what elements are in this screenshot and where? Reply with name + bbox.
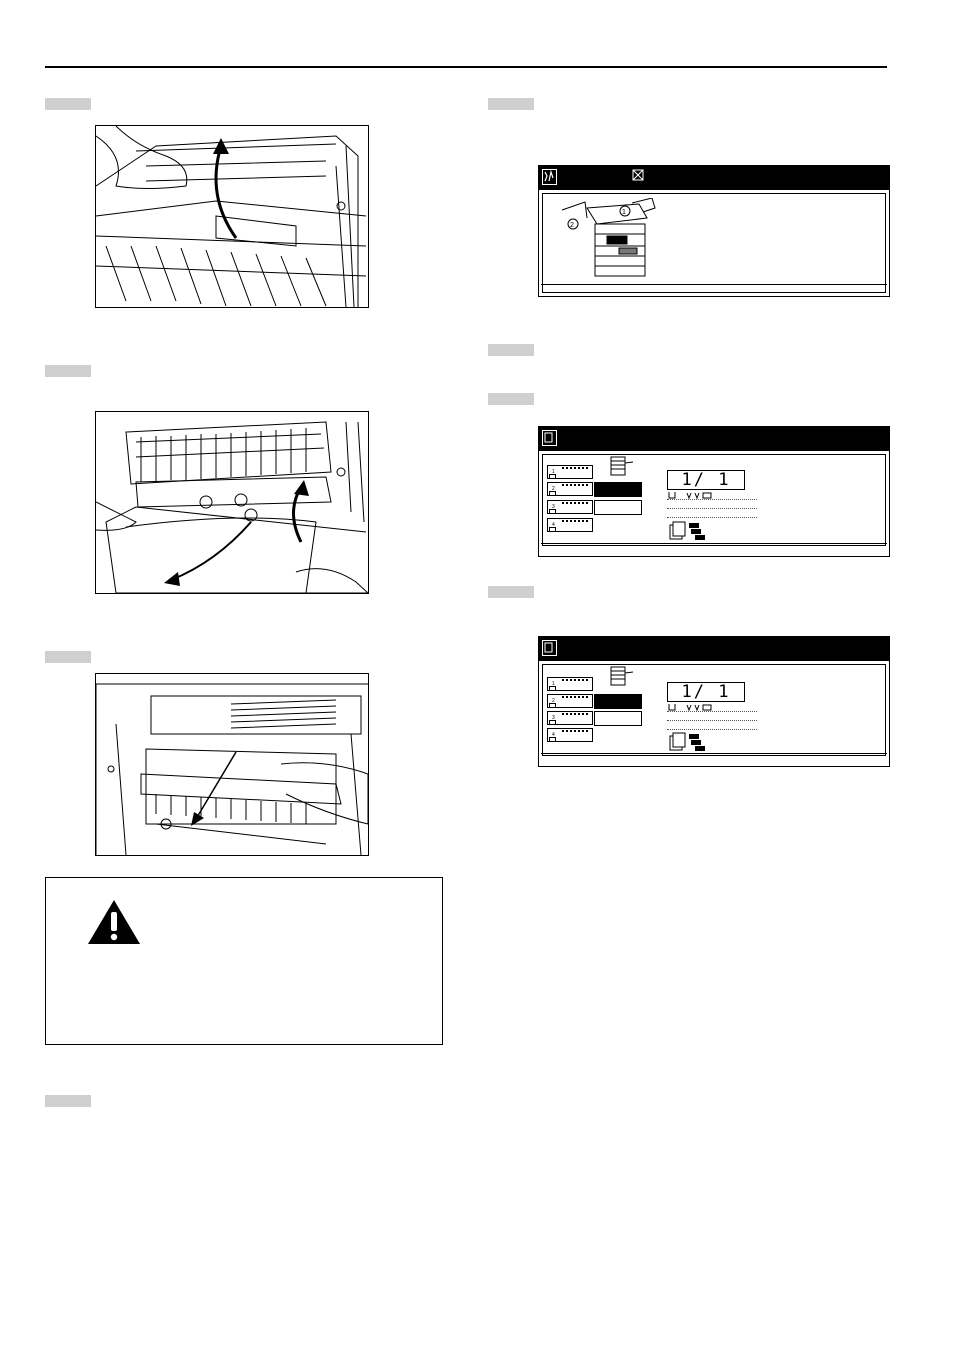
panel-footer-line [541, 753, 887, 754]
paper-tray-2[interactable]: 2 [547, 482, 593, 496]
step-marker [45, 98, 91, 110]
panel-footer-line [541, 543, 887, 544]
tray-number: 3 [552, 504, 555, 510]
copier-jam-location-diagram: 1 2 [561, 198, 656, 277]
panel-body [542, 193, 886, 293]
paper-tray-4[interactable]: 4 [547, 518, 593, 532]
lift-cover-arrow-up-illustration [96, 126, 367, 307]
figure-pull-jammed-paper [95, 411, 369, 594]
step-marker [45, 651, 91, 663]
selected-tray-highlight [594, 482, 642, 497]
copy-counter-display: 1/ 1 [667, 470, 745, 490]
tray-number: 2 [552, 486, 555, 492]
remove-paper-illustration [96, 683, 368, 855]
paper-tray-4[interactable]: 4 [547, 728, 593, 742]
paper-tray-2[interactable]: 2 [547, 694, 593, 708]
tray-option-box[interactable] [594, 500, 642, 515]
status-icons [668, 492, 712, 500]
tray-number: 4 [552, 522, 555, 528]
copy-counter-display: 1/ 1 [667, 682, 745, 702]
step-marker [45, 1095, 91, 1107]
panel-header-bar [539, 427, 889, 451]
dotted-line [667, 499, 757, 501]
panel-body [542, 664, 886, 756]
paper-tray-1[interactable]: 1 [547, 677, 593, 691]
paper-jam-icon [542, 169, 557, 185]
jam-marker-2: 2 [570, 222, 574, 229]
dotted-line [667, 517, 757, 519]
panel-body [542, 454, 886, 546]
dotted-line [667, 711, 757, 713]
selected-tray-highlight [594, 694, 642, 709]
copy-mode-icon [669, 732, 705, 751]
tray-number: 1 [552, 681, 555, 687]
paper-tray-3[interactable]: 3 [547, 711, 593, 725]
original-icon [542, 640, 557, 656]
figure-remove-paper-from-unit [95, 673, 369, 856]
warning-box [45, 877, 443, 1045]
copy-ready-panel: 1 2 3 4 1/ 1 [538, 426, 890, 557]
figure-lift-fuser-cover [95, 125, 369, 308]
copy-mode-icon [669, 521, 705, 540]
jam-x-icon [632, 169, 644, 181]
tray-option-box[interactable] [594, 711, 642, 726]
dotted-line [667, 508, 757, 510]
copy-ready-panel: 1 2 3 4 1/ 1 [538, 636, 890, 767]
tray-number: 2 [552, 698, 555, 704]
jam-marker-1: 1 [622, 209, 626, 216]
panel-footer-line [541, 284, 887, 285]
step-marker [45, 365, 91, 377]
step-marker [488, 344, 534, 356]
dotted-line [667, 729, 757, 731]
machine-icon [610, 456, 634, 476]
panel-header-bar [539, 637, 889, 661]
original-icon [542, 430, 557, 446]
tray-number: 1 [552, 469, 555, 475]
header-rule [45, 66, 887, 68]
step-marker [488, 393, 534, 405]
tray-number: 4 [552, 732, 555, 738]
step-marker [488, 586, 534, 598]
step-marker [488, 98, 534, 110]
dotted-line [667, 720, 757, 722]
status-icons [668, 704, 712, 712]
paper-tray-3[interactable]: 3 [547, 500, 593, 514]
pull-paper-arrow-illustration [96, 421, 368, 593]
panel-header-bar [539, 166, 889, 190]
paper-tray-1[interactable]: 1 [547, 465, 593, 479]
warning-triangle-icon [88, 900, 140, 944]
machine-icon [610, 666, 634, 686]
tray-number: 3 [552, 715, 555, 721]
jam-indicator-panel: 1 2 [538, 165, 890, 297]
